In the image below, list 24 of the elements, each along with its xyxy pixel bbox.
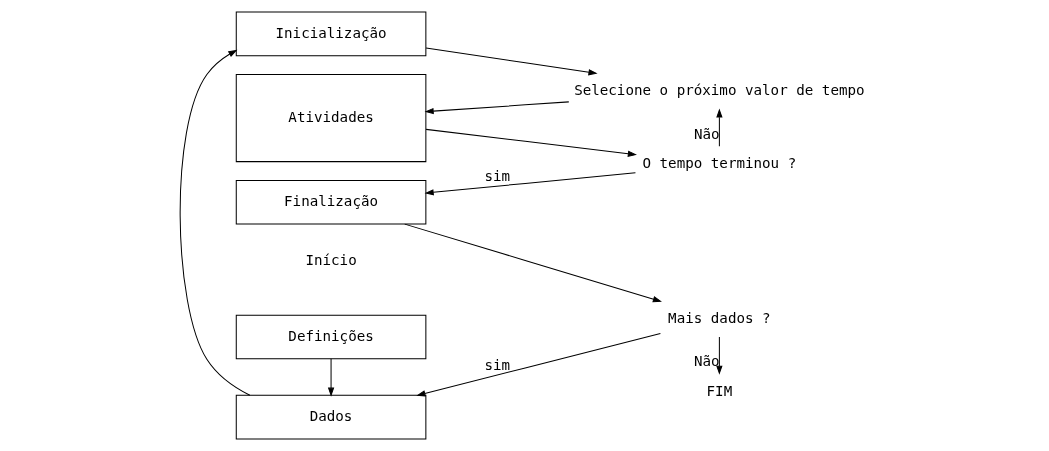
node-text: Mais dados ? — [667, 309, 771, 326]
arrow — [179, 49, 250, 396]
arrow — [425, 47, 598, 76]
node-box: Definições — [235, 314, 426, 360]
label: Início — [304, 251, 357, 268]
node-box: Atividades — [235, 73, 426, 163]
node-text: O tempo terminou ? — [642, 155, 796, 172]
arrow — [415, 333, 661, 397]
arrow — [425, 128, 637, 157]
node-text: FIM — [706, 382, 732, 399]
node-box: Inicialização — [235, 11, 426, 57]
edge-label: sim — [484, 356, 510, 373]
arrow — [403, 223, 662, 303]
node-box: Finalização — [235, 179, 426, 225]
node-box: Dados — [235, 394, 426, 440]
arrow — [424, 172, 636, 196]
node-text: Selecione o próximo valor de tempo — [573, 82, 865, 99]
edge-label: Não — [693, 126, 720, 143]
edge-label: Não — [693, 353, 720, 370]
edge-label: sim — [484, 168, 510, 185]
arrow — [715, 336, 723, 375]
arrow — [424, 101, 569, 115]
arrow — [715, 108, 723, 147]
arrow — [327, 358, 334, 397]
